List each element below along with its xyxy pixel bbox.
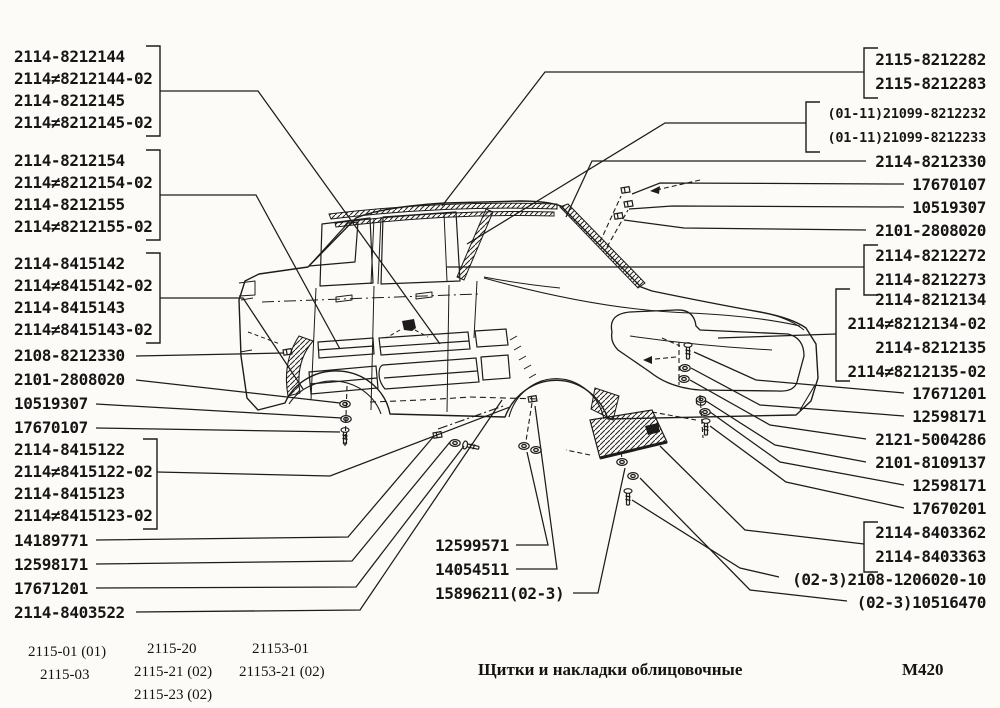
page-code: М420	[902, 660, 944, 679]
part-number-callout: 2114≠8212155-02	[14, 217, 153, 236]
figure-caption: Щитки и накладки облицовочные	[478, 660, 743, 679]
part-number-callout: 2115-8212282	[875, 50, 986, 69]
windshield-side-moldings	[457, 204, 645, 288]
part-number-callout: (01-11)21099-8212233	[827, 130, 986, 146]
part-number-callout: 2114-8415122	[14, 440, 125, 459]
model-code: 2115-20	[147, 641, 197, 657]
part-number-callout: 2101-8109137	[875, 453, 986, 472]
leader-lines	[96, 72, 904, 612]
part-number-callout: 12598171	[912, 476, 986, 495]
part-number-callout: 2114≠8212144-02	[14, 69, 153, 88]
part-number-callout: 2114≠8212135-02	[847, 362, 987, 381]
part-number-callout: 2114-8212135	[875, 338, 986, 357]
part-number-callout: 12598171	[14, 555, 88, 574]
model-code: 21153-01	[252, 641, 309, 657]
part-number-callout: 2114-8212154	[14, 151, 125, 170]
part-number-callout: 17670107	[14, 418, 88, 437]
part-number-callout: 12598171	[912, 407, 986, 426]
part-number-callout: 2114-8212272	[875, 246, 986, 265]
part-number-callout: 2114≠8212134-02	[847, 314, 987, 333]
model-code: 2115-23 (02)	[134, 687, 213, 703]
part-number-callout: (01-11)21099-8212232	[827, 106, 986, 122]
part-number-callout: 2114-8212155	[14, 195, 125, 214]
part-number-callout: 2114-8212144	[14, 47, 125, 66]
part-number-callout: 17671201	[912, 384, 986, 403]
model-code: 2115-21 (02)	[134, 664, 213, 680]
part-number-callout: 12599571	[435, 536, 509, 555]
part-number-callout: (02-3)10516470	[856, 593, 987, 612]
part-number-callout: 2114≠8415142-02	[14, 276, 153, 295]
part-number-callout: 14054511	[435, 560, 509, 579]
part-number-callout: 17671201	[14, 579, 88, 598]
part-number-callout: 2114≠8415123-02	[14, 506, 153, 525]
model-code: 2115-03	[40, 667, 90, 683]
part-number-callout: 2101-2808020	[14, 370, 125, 389]
car-body	[239, 201, 818, 419]
part-number-callout: 2101-2808020	[875, 221, 986, 240]
part-number-callout: 2114-8415143	[14, 298, 125, 317]
part-number-callout: 2114≠8212154-02	[14, 173, 153, 192]
rear-splash-guard	[286, 336, 313, 396]
arrowheads	[643, 186, 660, 364]
part-number-callout: 17670107	[912, 175, 986, 194]
part-number-callout: 10519307	[14, 394, 88, 413]
front-fender-liner	[591, 310, 804, 420]
molding-clip-detail	[386, 319, 428, 338]
part-number-callout: 17670201	[912, 499, 986, 518]
model-code: 21153-21 (02)	[239, 664, 325, 680]
door-moldings	[309, 329, 510, 394]
part-number-callout: 2114≠8212145-02	[14, 113, 153, 132]
part-number-callout: 2114-8415142	[14, 254, 125, 273]
part-number-callout: 2114-8403362	[875, 523, 986, 542]
part-number-callout: 2121-5004286	[875, 430, 986, 449]
roof-drip-moldings	[329, 203, 557, 227]
part-number-callout: 14189771	[14, 531, 88, 550]
mud-flap	[590, 410, 667, 458]
part-number-callout: 2114-8212330	[875, 152, 986, 171]
part-number-callout: 2115-8212283	[875, 74, 986, 93]
part-number-callout: 2114≠8415122-02	[14, 462, 153, 481]
part-number-callout: 2114-8403363	[875, 547, 986, 566]
callout-brackets	[143, 46, 878, 572]
part-number-callout: 10519307	[912, 198, 986, 217]
part-number-callout: 2114-8415123	[14, 484, 125, 503]
part-number-callout: (02-3)2108-1206020-10	[792, 570, 986, 589]
part-number-callout: 2108-8212330	[14, 346, 125, 365]
part-number-callout: 2114-8212134	[875, 290, 986, 309]
part-number-callout: 2114-8212273	[875, 270, 986, 289]
part-number-callout: 2114-8212145	[14, 91, 125, 110]
part-number-callout: 15896211(02-3)	[435, 584, 565, 603]
part-number-callout: 2114≠8415143-02	[14, 320, 153, 339]
model-code: 2115-01 (01)	[28, 644, 107, 660]
part-number-callout: 2114-8403522	[14, 603, 125, 622]
